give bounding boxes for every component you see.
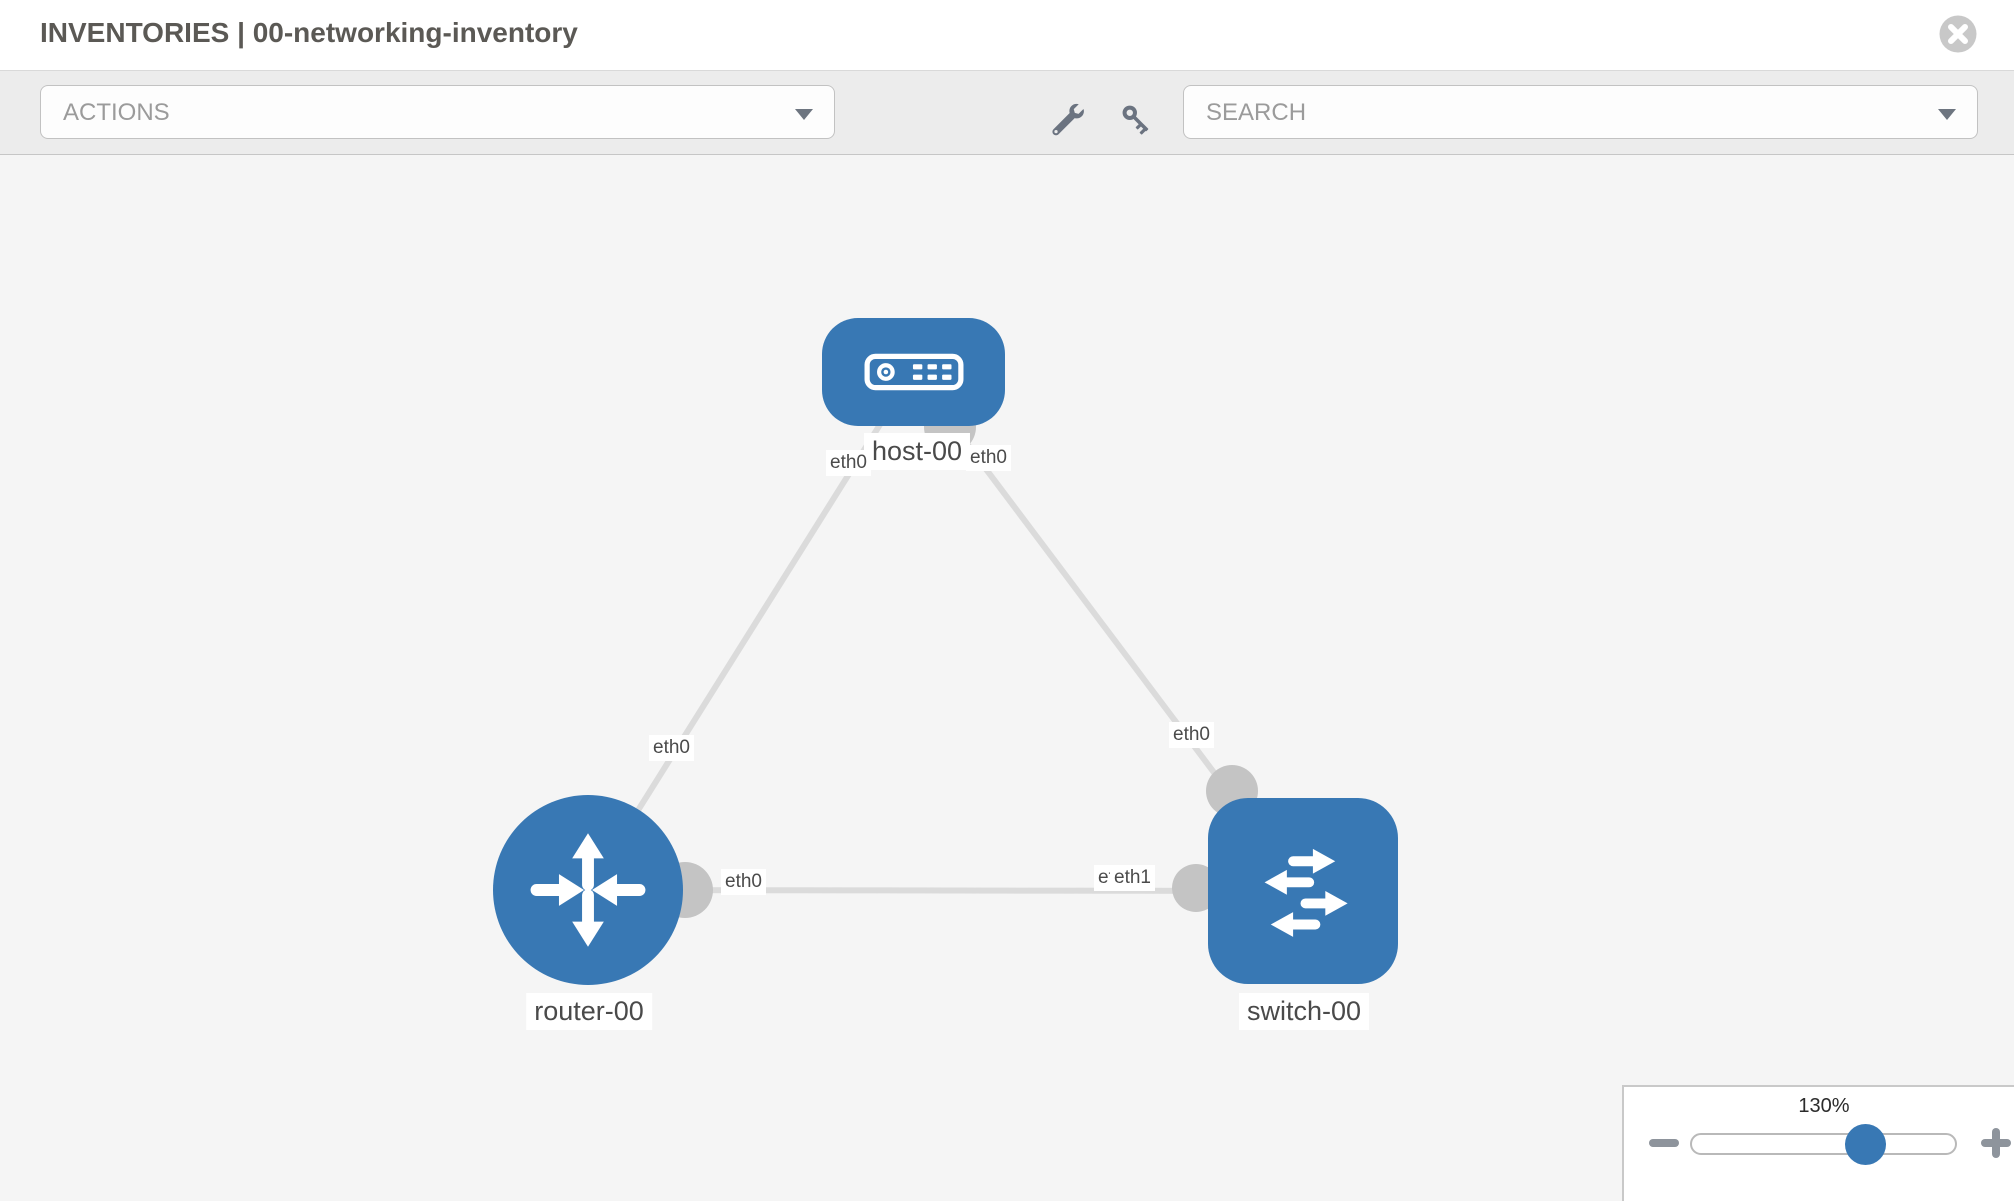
iface-label-router-eth0: eth0 <box>721 869 766 895</box>
router-icon <box>530 833 646 947</box>
wrench-icon <box>1052 103 1084 136</box>
zoom-slider-handle[interactable] <box>1845 1124 1886 1165</box>
iface-label-host-eth0-right: eth0 <box>966 445 1011 471</box>
key-icon <box>1122 105 1149 135</box>
configure-tool-button[interactable] <box>1048 99 1086 137</box>
node-label-router-00: router-00 <box>526 993 652 1030</box>
key-tool-button[interactable] <box>1116 99 1154 137</box>
search-dropdown[interactable]: SEARCH <box>1183 85 1978 139</box>
close-icon <box>1939 15 1977 53</box>
iface-label-router-eth0-uplink: eth0 <box>649 735 694 761</box>
toolbar: ACTIONS SEARCH <box>0 71 2014 155</box>
node-label-switch-00: switch-00 <box>1238 993 1370 1030</box>
iface-label-switch-eth1: eth1 <box>1110 865 1155 891</box>
switch-icon <box>1264 848 1348 937</box>
topology-canvas[interactable]: host-00 router-00 switch-00 eth0 eth0 et… <box>0 155 2014 1201</box>
zoom-out-button[interactable] <box>1644 1123 1684 1163</box>
iface-label-switch-eth0-uplink: eth0 <box>1169 722 1214 748</box>
node-switch-00[interactable] <box>1208 798 1398 984</box>
node-router-00[interactable] <box>493 795 683 985</box>
chevron-down-icon <box>1938 109 1956 120</box>
close-button[interactable] <box>1939 15 1977 53</box>
zoom-control-panel: 130% <box>1622 1085 2014 1201</box>
chevron-down-icon <box>795 109 813 120</box>
node-host-00[interactable] <box>822 318 1005 426</box>
iface-label-host-eth0-left: eth0 <box>826 450 871 476</box>
actions-dropdown[interactable]: ACTIONS <box>40 85 835 139</box>
zoom-in-button[interactable] <box>1976 1123 2014 1163</box>
search-placeholder: SEARCH <box>1206 99 1307 126</box>
host-icon <box>864 353 963 391</box>
zoom-level-value: 130% <box>1798 1095 1850 1117</box>
page-title: INVENTORIES | 00-networking-inventory <box>40 17 578 48</box>
zoom-slider-track[interactable] <box>1690 1133 1957 1155</box>
actions-dropdown-label: ACTIONS <box>63 99 170 126</box>
panel-header: INVENTORIES | 00-networking-inventory <box>0 0 2014 71</box>
topology-edges-layer <box>585 370 1306 918</box>
minus-icon <box>1649 1139 1679 1147</box>
node-label-host-00: host-00 <box>863 433 971 470</box>
